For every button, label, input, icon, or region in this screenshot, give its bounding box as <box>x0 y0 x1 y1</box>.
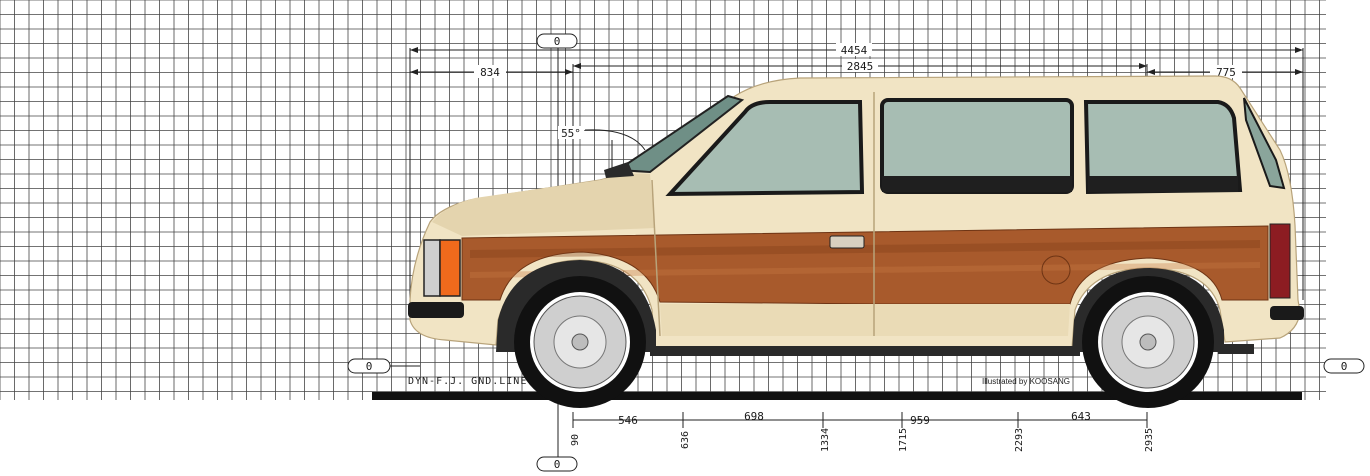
overall-length-label: 4454 <box>841 44 868 57</box>
front-door-window <box>665 100 865 197</box>
ground-line <box>372 392 1302 400</box>
station-label: 90 <box>570 434 581 446</box>
svg-text:0: 0 <box>366 360 373 373</box>
datum-mark-bottom: 0 <box>536 456 578 472</box>
station-label: 636 <box>680 431 691 449</box>
datum-mark-right: 0 <box>1323 358 1365 374</box>
front-overhang-label: 834 <box>480 66 500 79</box>
minivan-illustration <box>408 75 1304 408</box>
station-label: 1334 <box>820 428 831 452</box>
illustrator-credit: Illustrated by KOOSANG <box>982 377 1070 386</box>
dimension-arrows <box>410 47 1303 75</box>
front-wheel <box>514 276 646 408</box>
rear-bumper <box>1270 306 1304 320</box>
svg-text:0: 0 <box>554 458 561 471</box>
station-label: 2293 <box>1014 428 1025 452</box>
door-handle <box>829 235 865 249</box>
span-label: 959 <box>910 414 930 427</box>
tail-light <box>1269 223 1291 299</box>
bottom-span-labels: 546 698 959 643 <box>618 410 1091 427</box>
datum-mark-left: 0 <box>347 358 391 374</box>
lower-body-strip <box>660 304 1070 336</box>
rear-quarter-glass <box>1243 97 1286 190</box>
svg-text:0: 0 <box>1341 360 1348 373</box>
rear-wheel <box>1082 276 1214 408</box>
front-bumper <box>408 302 464 318</box>
span-label: 546 <box>618 414 638 427</box>
ground-line-label: DYN-F.J. GND.LINE <box>408 376 527 387</box>
rear-overhang-label: 775 <box>1216 66 1236 79</box>
front-marker-light <box>439 239 461 297</box>
windshield <box>614 94 745 174</box>
station-label: 1715 <box>898 428 909 452</box>
fuel-door <box>1041 255 1071 285</box>
dimension-labels: 4454 2845 834 775 55° <box>474 43 1242 140</box>
span-label: 643 <box>1071 410 1091 423</box>
rear-window <box>1083 100 1243 195</box>
wheelbase-label: 2845 <box>847 60 874 73</box>
windshield-angle-label: 55° <box>561 127 581 140</box>
bottom-station-labels: 90 636 1334 1715 2293 2935 <box>570 428 1155 452</box>
headlight <box>423 239 441 297</box>
side-mirror <box>604 162 634 178</box>
span-label: 698 <box>744 410 764 423</box>
datum-mark-top: 0 <box>536 33 578 49</box>
svg-text:0: 0 <box>554 35 561 48</box>
station-label: 2935 <box>1144 428 1155 452</box>
